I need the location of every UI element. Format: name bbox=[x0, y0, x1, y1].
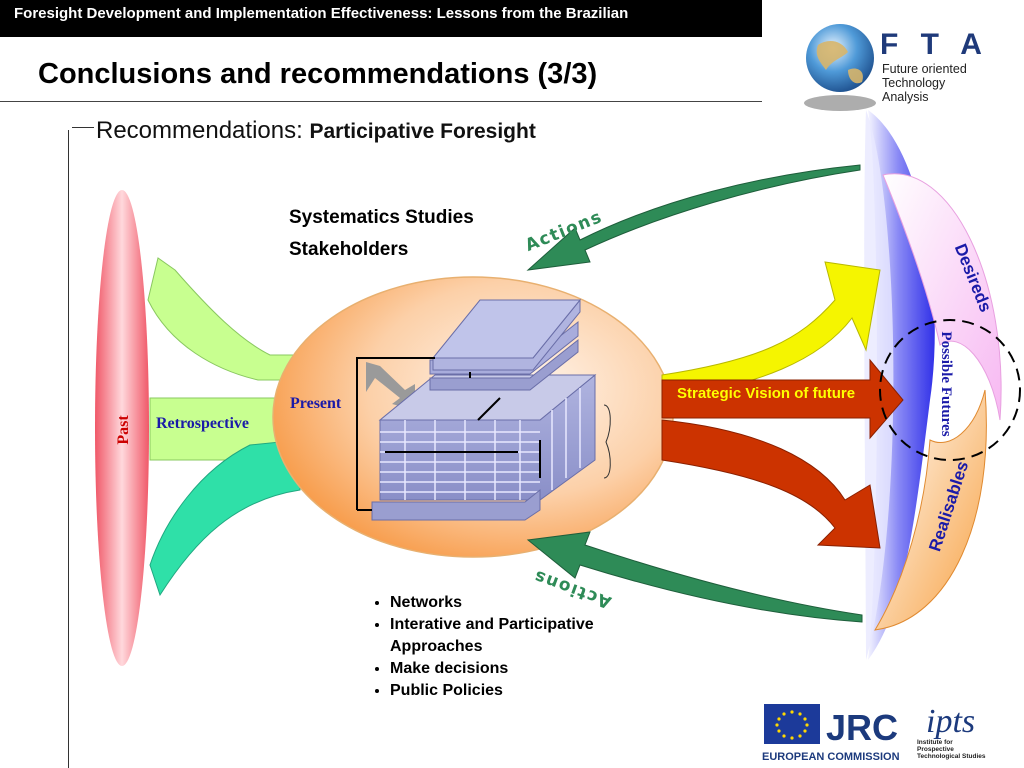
recommendations-heading: Recommendations: Participative Foresight bbox=[96, 117, 536, 145]
stakeholders-label: Stakeholders bbox=[289, 239, 409, 260]
retrospective-label: Retrospective bbox=[156, 415, 249, 432]
bullet-dash bbox=[72, 127, 94, 128]
recommendations-label: Recommendations: bbox=[96, 117, 303, 144]
fta-logo-title: F T A bbox=[880, 28, 989, 61]
jrc-logo: JRC bbox=[826, 707, 898, 748]
fta-logo-subtitle: Future oriented Technology Analysis bbox=[882, 62, 967, 104]
retrospective-arrow-bottom bbox=[149, 439, 301, 597]
bullet-list: Networks Interative and Participative Ap… bbox=[370, 592, 660, 702]
red-arrow-down bbox=[661, 419, 881, 549]
slide-title: Conclusions and recommendations (3/3) bbox=[38, 58, 598, 90]
present-label: Present bbox=[290, 395, 342, 412]
list-item: Interative and Participative Approaches bbox=[390, 614, 660, 658]
retrospective-arrow-top bbox=[147, 257, 301, 381]
yellow-arrow bbox=[661, 261, 881, 401]
actions-arrow-bottom bbox=[526, 531, 863, 623]
recommendations-subtitle: Participative Foresight bbox=[309, 120, 536, 143]
grey-pointer bbox=[366, 362, 415, 410]
systematics-studies-label: Systematics Studies bbox=[289, 207, 474, 228]
fta-globe bbox=[806, 24, 874, 92]
list-item: Networks bbox=[390, 592, 660, 614]
ipts-logo: ipts bbox=[926, 703, 975, 740]
strategic-vision-label: Strategic Vision of future bbox=[677, 385, 855, 402]
block-stack bbox=[356, 298, 611, 521]
ipts-caption: Institute for Prospective Technological … bbox=[917, 739, 986, 760]
realisables-band bbox=[874, 389, 987, 631]
list-item: Public Policies bbox=[390, 680, 660, 702]
eu-stars bbox=[775, 710, 809, 740]
red-arrow-straight bbox=[661, 358, 904, 440]
fta-globe-shadow bbox=[804, 95, 876, 111]
past-ellipse bbox=[95, 190, 149, 666]
desireds-band bbox=[882, 173, 1002, 421]
title-underline bbox=[0, 101, 762, 102]
past-label: Past bbox=[115, 415, 132, 445]
possible-futures-circle bbox=[879, 319, 1021, 461]
list-item: Make decisions bbox=[390, 658, 660, 680]
header-text: Foresight Development and Implementation… bbox=[14, 5, 629, 22]
header-bar: Foresight Development and Implementation… bbox=[0, 0, 762, 37]
actions-arrow-top bbox=[526, 164, 861, 271]
possible-futures-label: Possible Futures bbox=[938, 331, 954, 436]
european-commission-text: EUROPEAN COMMISSION bbox=[762, 751, 900, 763]
left-divider bbox=[68, 130, 69, 768]
